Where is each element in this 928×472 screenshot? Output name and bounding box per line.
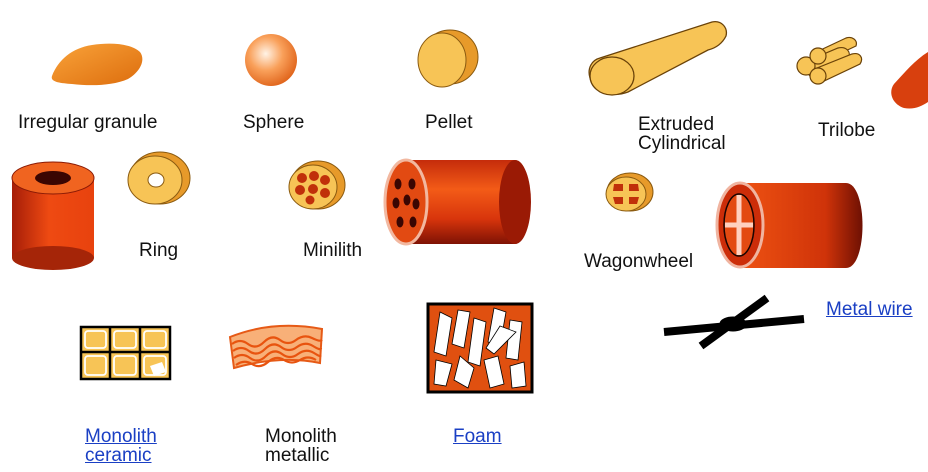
metal-wire-shape: [664, 298, 804, 346]
extruded-label-line1: Extruded: [638, 114, 714, 135]
wagonwheel-cylinder-shape: [717, 183, 863, 268]
hollow-cylinder-shape: [12, 162, 94, 270]
minilith-cylinder-shape: [385, 160, 531, 244]
pellet-label: Pellet: [425, 113, 473, 133]
metal-wire-link[interactable]: Metal wire: [826, 300, 913, 320]
monolith-ceramic-shape: [81, 327, 170, 379]
extruded-cylindrical-shape: [589, 22, 726, 95]
foam-shape: [428, 304, 532, 392]
ring-label: Ring: [139, 241, 178, 261]
sphere-shape: [245, 34, 297, 86]
pellet-shape: [418, 30, 478, 87]
partial-irregular-shape: [891, 52, 928, 109]
extruded-label-line2: Cylindrical: [638, 133, 726, 154]
extruded-cylindrical-label: Extruded Cylindrical: [638, 115, 726, 153]
trilobe-label: Trilobe: [818, 121, 875, 141]
monolith-metallic-line2: metallic: [265, 445, 329, 466]
monolith-ceramic-line2[interactable]: ceramic: [85, 445, 152, 466]
irregular-granule-shape: [52, 44, 143, 85]
wagonwheel-label: Wagonwheel: [584, 252, 693, 272]
ring-shape: [128, 152, 190, 204]
foam-link[interactable]: Foam: [453, 427, 502, 447]
minilith-label: Minilith: [303, 241, 362, 261]
irregular-granule-label: Irregular granule: [18, 113, 157, 133]
monolith-ceramic-line1[interactable]: Monolith: [85, 426, 157, 447]
monolith-metallic-shape: [230, 326, 322, 368]
sphere-label: Sphere: [243, 113, 304, 133]
monolith-ceramic-link[interactable]: Monolith ceramic: [85, 427, 157, 465]
monolith-metallic-label: Monolith metallic: [265, 427, 337, 465]
trilobe-shape: [797, 37, 862, 84]
minilith-shape: [289, 161, 345, 209]
monolith-metallic-line1: Monolith: [265, 426, 337, 447]
wagonwheel-shape: [606, 173, 653, 211]
